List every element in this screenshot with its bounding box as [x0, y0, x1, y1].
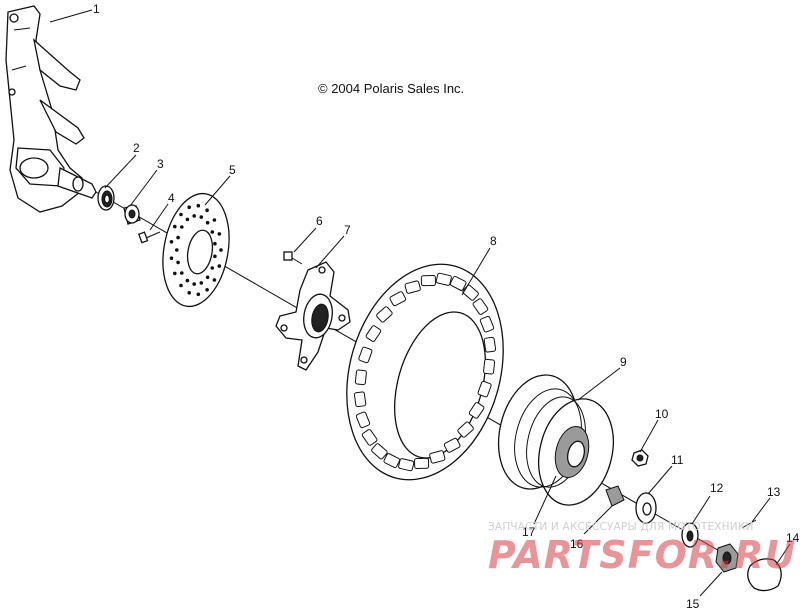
disc-hole	[185, 278, 190, 283]
watermark-logo: PARTSFOR.RU	[488, 533, 796, 577]
disc-hole	[217, 232, 222, 236]
callout-6: 6	[316, 214, 323, 228]
disc-hole	[169, 240, 174, 244]
tread-block	[429, 450, 446, 464]
callout-15: 15	[686, 597, 700, 611]
disc-hole	[187, 205, 191, 209]
rim-spacer	[605, 485, 625, 507]
tread-block	[479, 315, 495, 333]
tread-block	[383, 453, 401, 469]
disc-hole	[199, 281, 204, 285]
hub-bolt	[283, 251, 303, 265]
disc-hole	[175, 248, 179, 252]
castle-nut	[715, 543, 739, 573]
callout-1: 1	[93, 2, 100, 16]
disc-hole	[213, 241, 217, 246]
callout-10: 10	[655, 407, 669, 421]
callout-11: 11	[671, 453, 684, 467]
spacer	[123, 204, 141, 225]
disc-hole	[179, 283, 183, 288]
disc-hole	[173, 224, 177, 229]
wheel-rim	[497, 374, 614, 506]
callout-labels: 1 2 3 4 5 6 7 8 9 10 11 12 13 14 15 16 1…	[93, 2, 800, 611]
callout-3: 3	[157, 157, 164, 171]
steering-knuckle	[5, 5, 97, 213]
tread-block	[435, 272, 452, 286]
wheel-hub	[275, 261, 351, 371]
tire	[346, 263, 504, 481]
callout-9: 9	[620, 355, 627, 369]
callout-13: 13	[767, 485, 781, 499]
tread-block	[483, 336, 497, 353]
disc-hole	[210, 230, 215, 234]
tread-block	[389, 291, 407, 307]
disc-hole	[176, 235, 180, 240]
callout-12: 12	[710, 481, 724, 495]
disc-hole	[212, 278, 217, 282]
disc-hole	[219, 248, 223, 252]
valve-nut	[631, 449, 649, 467]
tread-block	[355, 411, 371, 429]
callout-8: 8	[490, 234, 497, 248]
disc-hole	[205, 220, 210, 225]
disc-hole	[180, 271, 184, 275]
disc-hole	[180, 225, 184, 229]
tread-block	[371, 443, 388, 460]
tread-block	[358, 346, 373, 364]
tread-block	[376, 306, 393, 323]
tread-block	[420, 275, 436, 287]
disc-hole	[210, 266, 215, 270]
tread-block	[361, 429, 378, 446]
disc-hole	[173, 271, 177, 276]
disc-hole	[213, 254, 217, 259]
tread-block	[477, 380, 492, 398]
disc-hole	[205, 288, 209, 292]
tread-block	[449, 275, 467, 291]
cone-washer	[635, 492, 657, 524]
tread-block	[462, 284, 479, 301]
seal	[97, 185, 115, 211]
callout-7: 7	[344, 223, 351, 237]
disc-hole	[169, 256, 174, 261]
tread-block	[414, 457, 430, 469]
tread-block	[443, 437, 461, 453]
watermark-subtitle: ЗАПЧАСТИ И АКСЕССУАРЫ ДЛЯ МОТОТЕХНИКИ	[488, 521, 754, 533]
washer	[681, 522, 699, 548]
tread-block	[483, 358, 496, 375]
callout-4: 4	[168, 191, 175, 205]
disc-hole	[217, 264, 222, 268]
disc-hole	[179, 212, 183, 217]
callout-2: 2	[133, 141, 140, 155]
callout-17: 17	[522, 525, 536, 539]
callout-16: 16	[570, 537, 584, 551]
disc-hole	[176, 260, 180, 265]
disc-hole	[205, 275, 210, 280]
disc-hole	[205, 208, 209, 212]
disc-hole	[212, 218, 217, 222]
tread-block	[468, 402, 485, 419]
brake-disc-bolt	[137, 231, 161, 244]
disc-hole	[196, 203, 201, 208]
disc-hole	[187, 291, 191, 295]
leader-lines	[49, 9, 791, 597]
tread-block	[365, 325, 382, 342]
disc-hole	[199, 215, 204, 219]
disc-hole	[196, 292, 201, 297]
cotter-pin	[741, 519, 757, 529]
callout-5: 5	[229, 163, 236, 177]
tread-block	[404, 280, 421, 294]
hub-cap	[747, 558, 782, 592]
disc-hole	[192, 282, 196, 286]
tread-block	[354, 369, 367, 386]
tread-block	[353, 391, 367, 408]
tread-block	[472, 298, 489, 315]
copyright-text: © 2004 Polaris Sales Inc.	[318, 81, 464, 96]
tread-block	[457, 421, 474, 438]
callout-14: 14	[786, 531, 800, 545]
disc-hole	[192, 214, 196, 218]
brake-disc	[162, 192, 230, 308]
disc-hole	[185, 217, 190, 222]
tread-block	[398, 458, 415, 472]
